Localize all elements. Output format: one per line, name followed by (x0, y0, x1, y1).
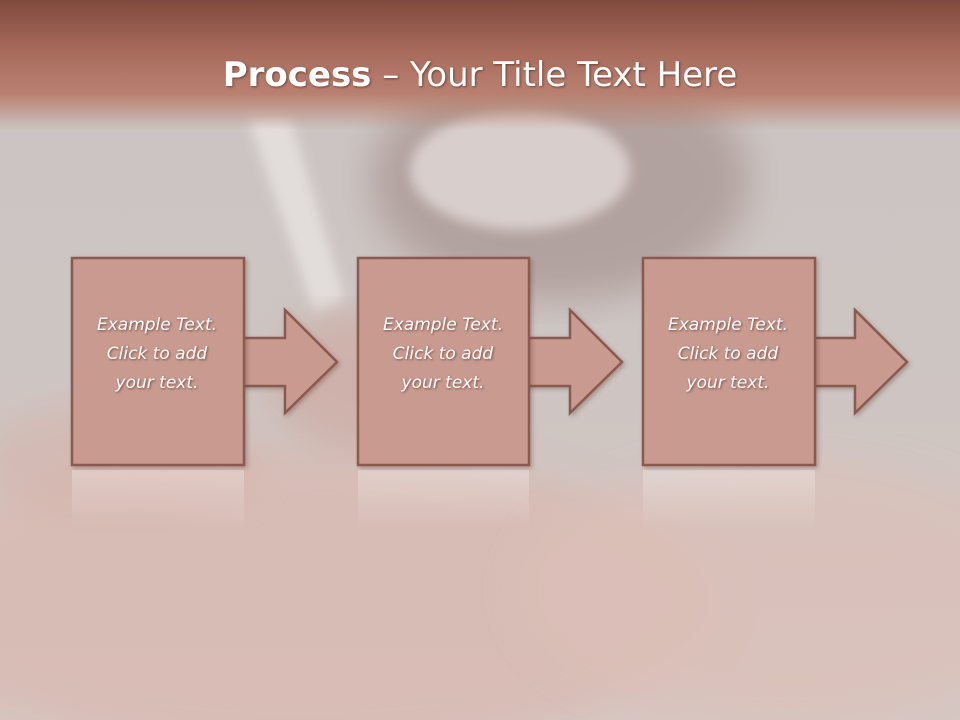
process-step-1[interactable] (70, 256, 339, 530)
title-bold: Process (222, 55, 372, 95)
step-reflection-3 (643, 470, 815, 530)
arrow-right-icon (808, 306, 909, 416)
step-text-line: your text. (401, 373, 485, 393)
title-rest: – Your Title Text Here (371, 55, 738, 95)
process-step-2[interactable] (356, 256, 624, 530)
step-text-line: your text. (115, 373, 199, 393)
step-reflection-2 (358, 470, 529, 530)
step-text-line: Example Text. (382, 315, 504, 335)
step-text-line: your text. (686, 373, 770, 393)
step-box-2 (356, 256, 531, 467)
arrow-right-icon (523, 306, 624, 416)
slide-title[interactable]: Process – Your Title Text Here (0, 52, 960, 98)
title-bar (0, 0, 960, 130)
step-text-line: Click to add (392, 344, 494, 364)
step-text-line: Example Text. (667, 315, 789, 335)
step-text-2[interactable]: Example Text. Click to add your text. (358, 311, 528, 398)
step-text-line: Example Text. (96, 315, 218, 335)
step-text-line: Click to add (677, 344, 779, 364)
step-text-line: Click to add (106, 344, 208, 364)
process-step-3[interactable] (641, 256, 909, 530)
step-text-3[interactable]: Example Text. Click to add your text. (643, 311, 813, 398)
step-reflection-1 (72, 470, 244, 530)
step-text-1[interactable]: Example Text. Click to add your text. (72, 311, 242, 398)
step-box-1 (70, 256, 246, 467)
arrow-right-icon (238, 306, 339, 416)
step-box-3 (641, 256, 817, 467)
